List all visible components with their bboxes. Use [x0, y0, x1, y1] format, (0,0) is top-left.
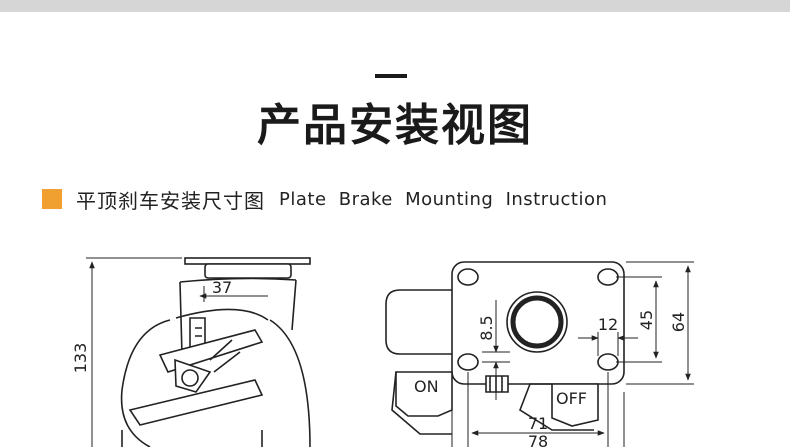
top-hole-br	[597, 353, 619, 371]
section-title-en: Plate Brake Mounting Instruction	[279, 188, 608, 210]
top-hole-bl	[457, 353, 479, 371]
dim-hole-width: 71	[528, 414, 548, 433]
side-brake-pedal	[158, 329, 264, 373]
side-fork	[179, 277, 297, 356]
dim-hole-height: 45	[637, 310, 656, 330]
top-gray-band	[0, 0, 790, 12]
side-dimensions	[86, 257, 268, 447]
top-hole-tl	[457, 268, 479, 286]
side-swivel-head	[204, 263, 292, 279]
dim-plate-width: 78	[528, 432, 548, 447]
top-view	[385, 261, 625, 435]
dim-small: 8.5	[477, 315, 496, 340]
page-title: 产品安装视图	[257, 100, 533, 151]
top-wheel-body	[385, 289, 452, 355]
side-wheel	[120, 319, 311, 447]
top-dimensions	[451, 261, 694, 447]
dim-side-height: 133	[71, 343, 90, 374]
dim-side-offset: 37	[212, 278, 232, 297]
top-pedal-off	[551, 383, 599, 427]
label-brake-off: OFF	[556, 389, 587, 408]
side-plate	[184, 257, 311, 265]
dim-plate-height: 64	[669, 312, 688, 332]
section-square-icon	[42, 189, 62, 209]
dim-hole-offset: 12	[598, 315, 618, 334]
section-title-cn: 平顶刹车安装尺寸图	[76, 188, 265, 213]
section-header: 平顶刹车安装尺寸图 Plate Brake Mounting Instructi…	[42, 186, 608, 213]
label-brake-on: ON	[414, 377, 439, 396]
side-view	[120, 257, 311, 447]
top-hole-tr	[597, 268, 619, 286]
title-accent-bar	[375, 74, 407, 78]
top-kingpin-inner	[510, 295, 564, 349]
top-pedal-on	[395, 371, 453, 417]
